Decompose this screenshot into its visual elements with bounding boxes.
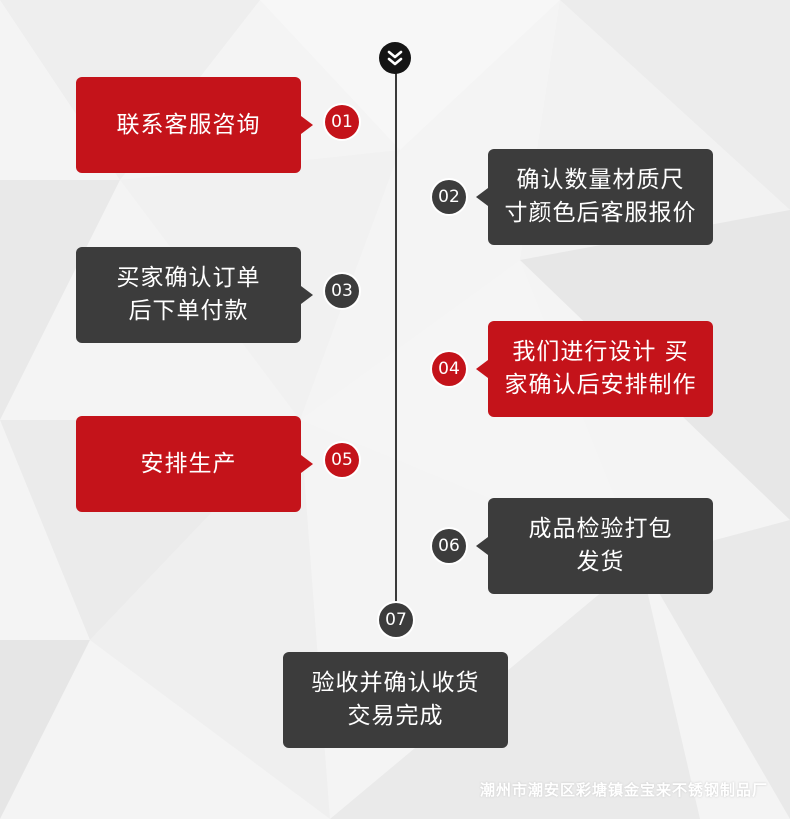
step-04-pointer (476, 360, 488, 378)
step-07-number: 07 (379, 603, 413, 637)
step-05-pointer (301, 455, 313, 473)
step-01-number: 01 (325, 105, 359, 139)
step-07-box: 验收并确认收货 交易完成 (283, 652, 508, 748)
step-04-box: 我们进行设计 买 家确认后安排制作 (476, 321, 713, 417)
step-06-box: 成品检验打包 发货 (476, 498, 713, 594)
step-05-text: 安排生产 (140, 450, 237, 477)
step-06-number: 06 (432, 529, 466, 563)
step-04-number: 04 (432, 352, 466, 386)
step-05-box: 安排生产 (76, 416, 313, 512)
watermark-text: 潮州市潮安区彩塘镇金宝来不锈钢制品厂 (479, 781, 768, 799)
step-01-pointer (301, 116, 313, 134)
step-04-text: 我们进行设计 买 家确认后安排制作 (504, 339, 697, 398)
step-06-text: 成品检验打包 发货 (528, 516, 673, 575)
step-02-pointer (476, 188, 488, 206)
step-01-text: 联系客服咨询 (116, 111, 261, 138)
step-03-box: 买家确认订单 后下单付款 (76, 247, 313, 343)
step-03-number: 03 (325, 274, 359, 308)
step-02-text: 确认数量材质尺 寸颜色后客服报价 (504, 167, 697, 226)
double-chevron-down-icon (379, 42, 411, 74)
step-01-box: 联系客服咨询 (76, 77, 313, 173)
step-05-number: 05 (325, 443, 359, 477)
step-02-box: 确认数量材质尺 寸颜色后客服报价 (476, 149, 713, 245)
step-02-number: 02 (432, 180, 466, 214)
step-03-text: 买家确认订单 后下单付款 (116, 265, 261, 324)
timeline-line (395, 58, 397, 606)
step-03-pointer (301, 286, 313, 304)
step-06-pointer (476, 537, 488, 555)
step-07-text: 验收并确认收货 交易完成 (311, 670, 480, 729)
